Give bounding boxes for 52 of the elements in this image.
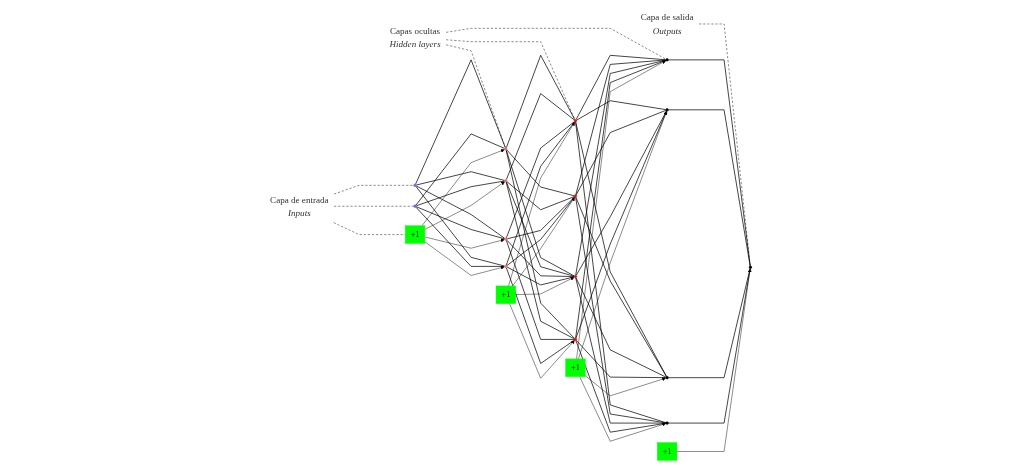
connector bbox=[505, 181, 575, 277]
node-circle bbox=[748, 265, 752, 269]
connector bbox=[575, 110, 667, 276]
connector bbox=[506, 196, 575, 240]
connector bbox=[575, 59, 666, 196]
node-circle bbox=[573, 337, 577, 341]
node-circle bbox=[665, 421, 669, 425]
node-circle bbox=[504, 264, 508, 268]
node-box: +1 bbox=[565, 358, 586, 377]
node-text: Capa de entrada Inputs bbox=[269, 194, 329, 219]
node-circle bbox=[413, 183, 417, 187]
connector bbox=[415, 206, 505, 240]
node-circle bbox=[665, 58, 669, 62]
node-circle bbox=[504, 147, 508, 151]
node-box: +1 bbox=[495, 285, 516, 304]
connector bbox=[505, 93, 575, 180]
connector bbox=[575, 277, 667, 378]
connector bbox=[415, 133, 505, 206]
connector bbox=[445, 28, 666, 60]
node-box: +1 bbox=[404, 225, 425, 244]
node-circle bbox=[573, 194, 577, 198]
connector bbox=[506, 181, 575, 211]
node-circle bbox=[573, 119, 577, 123]
connector bbox=[415, 185, 505, 239]
connector bbox=[505, 121, 575, 239]
node-circle bbox=[573, 275, 577, 279]
connector bbox=[667, 109, 751, 267]
node-circle bbox=[504, 237, 508, 241]
connector bbox=[505, 149, 575, 277]
connector bbox=[575, 197, 667, 377]
node-circle bbox=[665, 108, 669, 112]
connector bbox=[506, 266, 575, 286]
connector bbox=[505, 121, 575, 266]
connector bbox=[575, 59, 666, 276]
connector bbox=[698, 23, 751, 267]
node-circle bbox=[413, 204, 417, 208]
node-box: +1 bbox=[656, 442, 677, 461]
connector bbox=[575, 109, 667, 196]
connector bbox=[506, 239, 575, 277]
node-text: Capas ocultas Hidden layers bbox=[389, 25, 441, 50]
connector bbox=[506, 149, 575, 197]
connector bbox=[576, 100, 666, 121]
connector bbox=[415, 171, 505, 186]
node-text: Capa de salida Outputs bbox=[640, 12, 694, 36]
connector bbox=[415, 59, 506, 185]
connector bbox=[667, 59, 751, 267]
node-circle bbox=[504, 179, 508, 183]
connector bbox=[575, 54, 666, 120]
node-circle bbox=[665, 376, 669, 380]
connector bbox=[506, 196, 575, 266]
connector bbox=[415, 180, 505, 207]
connector bbox=[505, 54, 575, 149]
